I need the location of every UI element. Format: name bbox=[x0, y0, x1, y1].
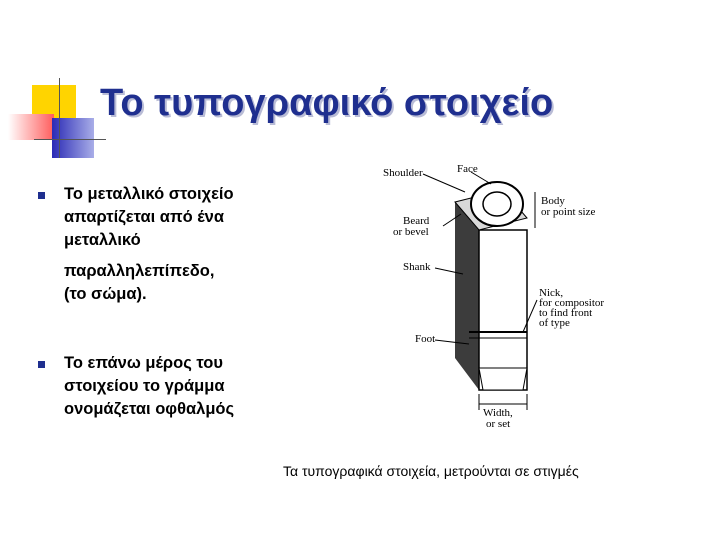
label-bevel: or bevel bbox=[393, 226, 429, 238]
leader-foot bbox=[434, 339, 470, 345]
label-nick-4: of type bbox=[539, 317, 570, 329]
label-set: or set bbox=[486, 418, 510, 430]
shank-side bbox=[455, 202, 479, 390]
label-shank: Shank bbox=[403, 261, 431, 273]
leader-shoulder bbox=[422, 173, 466, 193]
bullet-2-line-2: στοιχείου το γράμμα bbox=[64, 377, 225, 395]
bullet-item-2: Το επάνω μέρος του στοιχείου το γράμμα ο… bbox=[38, 352, 308, 421]
bullet-list: Το μεταλλικό στοιχείο απαρτίζεται από έν… bbox=[38, 183, 308, 421]
decor-line-vertical bbox=[59, 78, 60, 158]
leader-shank bbox=[434, 267, 464, 275]
bullet-1-line-1: Το μεταλλικό στοιχείο bbox=[64, 185, 234, 203]
bullet-marker bbox=[38, 361, 45, 368]
figure-caption: Τα τυπογραφικά στοιχεία, μετρούνται σε σ… bbox=[283, 463, 579, 479]
bullet-1-line-4: παραλληλεπίπεδο, bbox=[64, 262, 215, 280]
label-width: Width, bbox=[483, 407, 513, 419]
bullet-1-line-2: απαρτίζεται από ένα bbox=[64, 208, 225, 226]
decor-line-horizontal bbox=[34, 139, 106, 140]
label-nick-3: to find front bbox=[539, 307, 592, 319]
label-nick-2: for compositor bbox=[539, 297, 604, 309]
label-face: Face bbox=[457, 163, 478, 175]
decor-square-red bbox=[8, 114, 54, 140]
bullet-2-line-1: Το επάνω μέρος του bbox=[64, 354, 223, 372]
shank-front bbox=[478, 229, 528, 391]
foot-curve bbox=[478, 367, 528, 391]
label-body: Body bbox=[541, 195, 565, 207]
type-face-inner bbox=[482, 191, 512, 217]
type-piece-diagram: Shoulder Face Body or point size Beard o… bbox=[373, 158, 661, 450]
bullet-1-line-5: (το σώμα). bbox=[64, 285, 147, 303]
label-foot: Foot bbox=[415, 333, 435, 345]
label-point-size: or point size bbox=[541, 206, 595, 218]
leader-nick bbox=[522, 299, 538, 333]
bullet-marker bbox=[38, 192, 45, 199]
slide-title: Το τυπογραφικό στοιχείο bbox=[100, 82, 554, 124]
label-nick: Nick, bbox=[539, 287, 563, 299]
label-beard: Beard bbox=[403, 215, 430, 227]
leader-beard bbox=[442, 213, 462, 227]
bullet-item-1: Το μεταλλικό στοιχείο απαρτίζεται από έν… bbox=[38, 183, 308, 306]
bullet-1-line-3: μεταλλικό bbox=[64, 231, 141, 249]
bullet-2-line-3: ονομάζεται οφθαλμός bbox=[64, 400, 235, 418]
label-shoulder: Shoulder bbox=[383, 167, 423, 179]
leader-face bbox=[470, 171, 492, 185]
